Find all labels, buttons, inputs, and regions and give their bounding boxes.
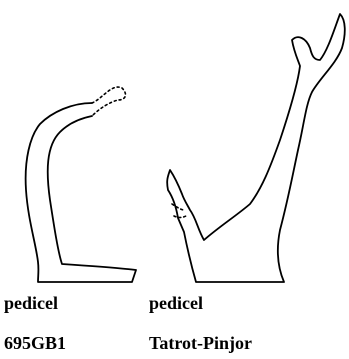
broken-tip-695GB1	[92, 87, 125, 116]
broken-junction-tatrot-pinjor	[172, 204, 184, 210]
specimen-label-695GB1: 695GB1	[4, 334, 66, 352]
broken-junction-2-tatrot-pinjor	[174, 216, 186, 218]
specimen-tatrot-pinjor-drawing	[167, 14, 345, 282]
part-label-695GB1: pedicel	[4, 294, 58, 312]
antler-outline-tatrot-pinjor	[167, 14, 345, 282]
specimen-label-tatrot-pinjor: Tatrot-Pinjor	[149, 334, 252, 352]
antler-outline-695GB1	[26, 103, 136, 282]
specimen-695GB1-drawing	[26, 87, 136, 282]
part-label-tatrot-pinjor: pedicel	[149, 294, 203, 312]
